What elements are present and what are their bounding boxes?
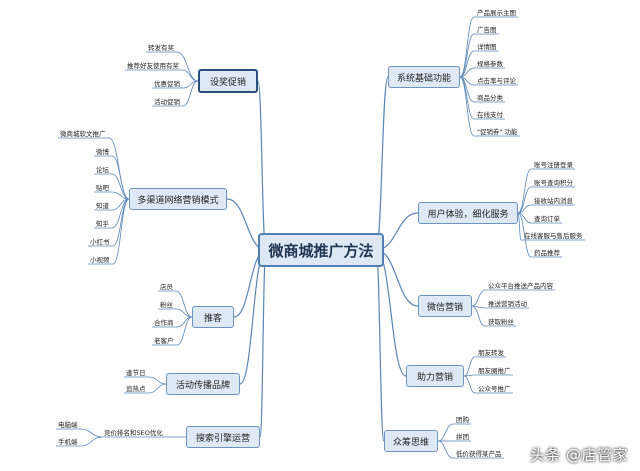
connector-leaf-assist-3 — [463, 375, 476, 394]
connector-center-promo — [257, 80, 267, 251]
connector-leaf-system-8 — [459, 76, 475, 137]
leaf-push-2[interactable]: 粉丝 — [160, 300, 173, 309]
connector-leaf-push-4 — [176, 316, 193, 346]
leaf-ux-3[interactable]: 接收站内消息 — [534, 196, 573, 205]
central-topic[interactable]: 微商城推广方法 — [258, 233, 384, 267]
leaf-ux-2[interactable]: 账号查询积分 — [534, 178, 573, 187]
connector-leaf-multichannel-2 — [111, 155, 130, 200]
connector-leaf-system-2 — [459, 33, 475, 78]
leaf-push-1[interactable]: 店员 — [160, 282, 173, 291]
connector-leaf-events-2 — [148, 383, 167, 394]
leaf-multichannel-5[interactable]: 知道 — [96, 201, 109, 210]
leaf-system-5[interactable]: 点击率与评论 — [477, 76, 516, 85]
connector-leaf-ux-2 — [517, 186, 532, 214]
leaf-wechat-1[interactable]: 公众平台推送产品内容 — [488, 281, 553, 290]
connector-leaf-multichannel-3 — [111, 173, 130, 200]
connector-leaf-events-1 — [148, 376, 167, 385]
leaf-promo-1[interactable]: 转发有奖 — [148, 43, 174, 52]
leaf-ux-5[interactable]: 在线客服与售后服务 — [524, 231, 583, 240]
connector-leaf-ux-6 — [517, 212, 532, 258]
leaf-assist-3[interactable]: 公众号推广 — [478, 384, 511, 393]
branch-events[interactable]: 活动传播品牌 — [166, 373, 240, 395]
leaf-promo-4[interactable]: 活动促销 — [154, 97, 180, 106]
leaf-multichannel-4[interactable]: 贴吧 — [96, 183, 109, 192]
leaf-multichannel-6[interactable]: 知乎 — [96, 219, 109, 228]
branch-wechat[interactable]: 微信营销 — [418, 295, 472, 317]
connector-leaf-wechat-1 — [471, 289, 486, 307]
leaf-crowd-1[interactable]: 团购 — [456, 415, 469, 424]
branch-seo[interactable]: 搜索引擎运营 — [186, 426, 260, 448]
connector-leaf-crowd-1 — [437, 423, 454, 442]
connector-leaf-multichannel-8 — [112, 198, 130, 265]
leaf-promo-2[interactable]: 推荐好友使用有奖 — [127, 61, 179, 70]
leaf-seo-2[interactable]: 手机端 — [58, 437, 78, 446]
leaf-seo-1[interactable]: 电脑端 — [58, 420, 78, 429]
connector-leaf-multichannel-4 — [111, 191, 130, 200]
connector-leaf-assist-1 — [463, 356, 476, 377]
leaf-system-4[interactable]: 规格参数 — [477, 59, 503, 68]
branch-system[interactable]: 系统基础功能 — [388, 66, 460, 88]
leaf-system-1[interactable]: 产品展示主图 — [477, 8, 516, 17]
connector-leaf-push-2 — [175, 308, 193, 318]
leaf-multichannel-2[interactable]: 微博 — [96, 147, 109, 156]
leaf-system-3[interactable]: 详情图 — [477, 42, 497, 51]
connector-leaf-promo-4 — [182, 80, 199, 107]
branch-crowd[interactable]: 众筹思维 — [384, 430, 438, 452]
leaf-system-6[interactable]: 商品分类 — [477, 93, 503, 102]
leaf-ux-4[interactable]: 查询订单 — [534, 214, 560, 223]
leaf-assist-2[interactable]: 朋友圈推广 — [478, 366, 511, 375]
connector-leaf-seo-2 — [80, 436, 103, 447]
leaf-system-8[interactable]: "促销券" 功能 — [477, 127, 518, 136]
connector-center-system — [375, 76, 389, 251]
branch-multichannel[interactable]: 多渠道网络营销模式 — [129, 188, 227, 210]
leaf-events-1[interactable]: 逢节日 — [126, 368, 146, 377]
leaf-system-7[interactable]: 在线支付 — [477, 110, 503, 119]
leaf-multichannel-7[interactable]: 小红书 — [90, 237, 110, 246]
connector-leaf-ux-3 — [517, 204, 532, 214]
leaf-events-2[interactable]: 追热点 — [126, 384, 146, 393]
branch-ux[interactable]: 用户体验，细化服务 — [418, 202, 518, 224]
connector-leaf-multichannel-7 — [112, 198, 130, 247]
leaf-multichannel-1[interactable]: 微商城软文推广 — [60, 129, 106, 138]
leaf-wechat-2[interactable]: 推送营销活动 — [488, 299, 527, 308]
leaf-crowd-2[interactable]: 拼团 — [456, 432, 469, 441]
leaf-promo-3[interactable]: 优惠促销 — [154, 79, 180, 88]
watermark: 头条 @店管家 — [529, 446, 628, 464]
leaf-ux-1[interactable]: 账号注册登录 — [534, 160, 573, 169]
branch-push[interactable]: 推客 — [192, 306, 234, 328]
leaf-crowd-3[interactable]: 低价获得某产品 — [456, 449, 502, 458]
connector-leaf-system-7 — [459, 76, 475, 120]
branch-promo[interactable]: 设奖促销 — [198, 69, 258, 93]
connector-leaf-crowd-3 — [437, 440, 454, 459]
connector-leaf-system-3 — [459, 50, 475, 78]
leaf-multichannel-8[interactable]: 小视频 — [90, 255, 110, 264]
leaf-ux-6[interactable]: 药品推荐 — [534, 248, 560, 257]
leaf-push-3[interactable]: 合作商 — [154, 318, 174, 327]
connector-center-seo — [259, 249, 267, 438]
connector-leaf-promo-2 — [181, 69, 199, 82]
leaf-seo-mid[interactable]: 竞价排名和SEO优化 — [104, 428, 163, 437]
connector-leaf-seo-1 — [80, 428, 103, 438]
branch-assist[interactable]: 助力营销 — [406, 365, 464, 387]
leaf-assist-1[interactable]: 朋友转发 — [478, 348, 504, 357]
connector-leaf-push-1 — [175, 290, 193, 318]
connector-leaf-wechat-3 — [471, 305, 486, 327]
leaf-push-4[interactable]: 老客户 — [154, 336, 174, 345]
connector-leaf-system-4 — [459, 67, 475, 78]
leaf-multichannel-3[interactable]: 论坛 — [96, 165, 109, 174]
leaf-wechat-3[interactable]: 获取粉丝 — [488, 317, 514, 326]
connector-leaf-ux-5 — [517, 212, 522, 241]
leaf-system-2[interactable]: 广告图 — [477, 25, 497, 34]
connector-center-crowd — [375, 249, 385, 442]
connector-leaf-ux-1 — [517, 168, 532, 214]
